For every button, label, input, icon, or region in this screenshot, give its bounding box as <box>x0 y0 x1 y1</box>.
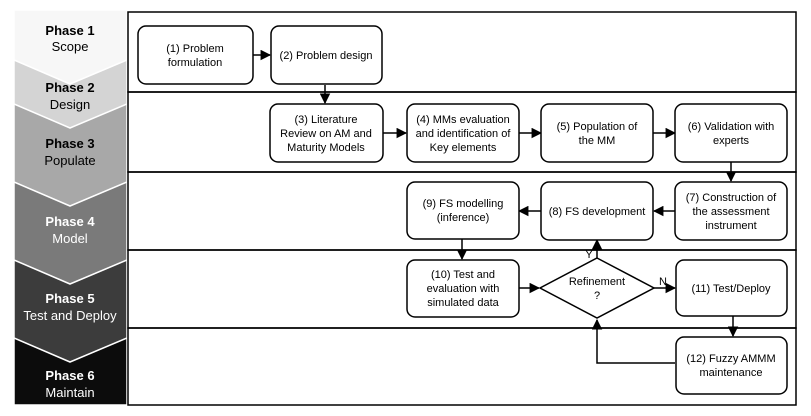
step-3-box <box>269 103 384 163</box>
step-8-box <box>540 181 654 241</box>
step-7-label-line: the assessment <box>692 206 769 218</box>
decision-label: Refinement? <box>569 276 625 302</box>
step-1-label: (1) Problem formulation <box>166 43 223 69</box>
step-10-label-line: simulated data <box>427 297 499 309</box>
step-12-label-line: (12) Fuzzy AMMM <box>686 353 775 365</box>
step-5-label: (5) Population of the MM <box>557 121 639 147</box>
lane-phase-6 <box>127 327 797 406</box>
phase-6-label: Phase 6 Maintain <box>45 368 94 400</box>
phase-2-label: Phase 2 Design <box>45 80 94 112</box>
step-9-box <box>406 181 520 240</box>
phase-1-chevron <box>13 9 128 85</box>
decision-yes-label: Y <box>585 249 593 261</box>
step-7-label: (7) Construction of the assessment instrum… <box>686 192 777 232</box>
step-6-label-line: (6) Validation with <box>688 121 775 133</box>
step-2-label-line: (2) Problem design <box>280 50 373 62</box>
arrow-12-decision <box>591 318 675 364</box>
step-10-label-line: evaluation with <box>427 283 500 295</box>
step-7-label-line: instrument <box>705 220 756 232</box>
step-10-label-line: (10) Test and <box>431 269 495 281</box>
phase-2-name: Design <box>50 97 90 112</box>
phase-4-name: Model <box>52 231 88 246</box>
phase-6-title: Phase 6 <box>45 368 94 383</box>
step-9-label: (9) FS modelling (inference) <box>423 198 504 224</box>
refinement-decision-diamond <box>538 257 656 319</box>
connectors <box>253 49 739 364</box>
phase-5-label: Phase 5 Test and Deploy <box>23 291 117 323</box>
step-11-label-line: (11) Test/Deploy <box>691 283 771 295</box>
decision-no-label: N <box>659 276 667 288</box>
process-steps <box>137 25 788 395</box>
step-11-box <box>675 259 788 317</box>
step-4-box <box>406 103 520 163</box>
step-6-box <box>674 103 788 163</box>
step-7-label-line: (7) Construction of <box>686 192 777 204</box>
step-11-label: (11) Test/Deploy <box>691 283 771 295</box>
phase-1-title: Phase 1 <box>45 23 94 38</box>
phase-4-title: Phase 4 <box>45 214 95 229</box>
step-7-box <box>674 181 788 241</box>
step-10-label: (10) Test and evaluation with simulated da… <box>427 269 500 309</box>
phase-3-label: Phase 3 Populate <box>44 136 95 168</box>
step-1-box <box>137 25 254 85</box>
phase-3-title: Phase 3 <box>45 136 94 151</box>
step-4-label-line: Key elements <box>430 142 497 154</box>
step-6-label-line: experts <box>713 135 750 147</box>
step-3-label-line: Maturity Models <box>287 142 365 154</box>
step-12-label: (12) Fuzzy AMMM maintenance <box>686 353 775 379</box>
step-4-label: (4) MMs evaluation and identification of K… <box>416 114 512 154</box>
phase-5-name: Test and Deploy <box>23 308 117 323</box>
step-4-label-line: (4) MMs evaluation <box>416 114 510 126</box>
step-6-label: (6) Validation with experts <box>688 121 775 147</box>
step-8-label: (8) FS development <box>549 206 646 218</box>
phase-5-title: Phase 5 <box>45 291 94 306</box>
decision-label-line: ? <box>594 290 600 302</box>
decision-label-line: Refinement <box>569 276 625 288</box>
step-2-label: (2) Problem design <box>280 50 373 62</box>
step-8-label-line: (8) FS development <box>549 206 646 218</box>
step-1-label-line: (1) Problem <box>166 43 223 55</box>
phase-6-name: Maintain <box>45 385 94 400</box>
step-3-label-line: Review on AM and <box>280 128 372 140</box>
step-12-label-line: maintenance <box>700 367 763 379</box>
step-5-label-line: the MM <box>579 135 616 147</box>
step-9-label-line: (inference) <box>437 212 490 224</box>
phase-1-label: Phase 1 Scope <box>45 23 94 54</box>
phase-3-name: Populate <box>44 153 95 168</box>
step-9-label-line: (9) FS modelling <box>423 198 504 210</box>
step-5-label-line: (5) Population of <box>557 121 639 133</box>
phase-1-name: Scope <box>52 39 89 54</box>
phase-2-title: Phase 2 <box>45 80 94 95</box>
step-12-box <box>675 336 788 395</box>
phase-4-label: Phase 4 Model <box>45 214 95 246</box>
step-10-box <box>406 259 520 318</box>
step-2-box <box>270 25 383 85</box>
step-4-label-line: and identification of <box>416 128 512 140</box>
step-5-box <box>540 103 654 163</box>
step-3-label-line: (3) Literature <box>295 114 358 126</box>
step-1-label-line: formulation <box>168 57 222 69</box>
